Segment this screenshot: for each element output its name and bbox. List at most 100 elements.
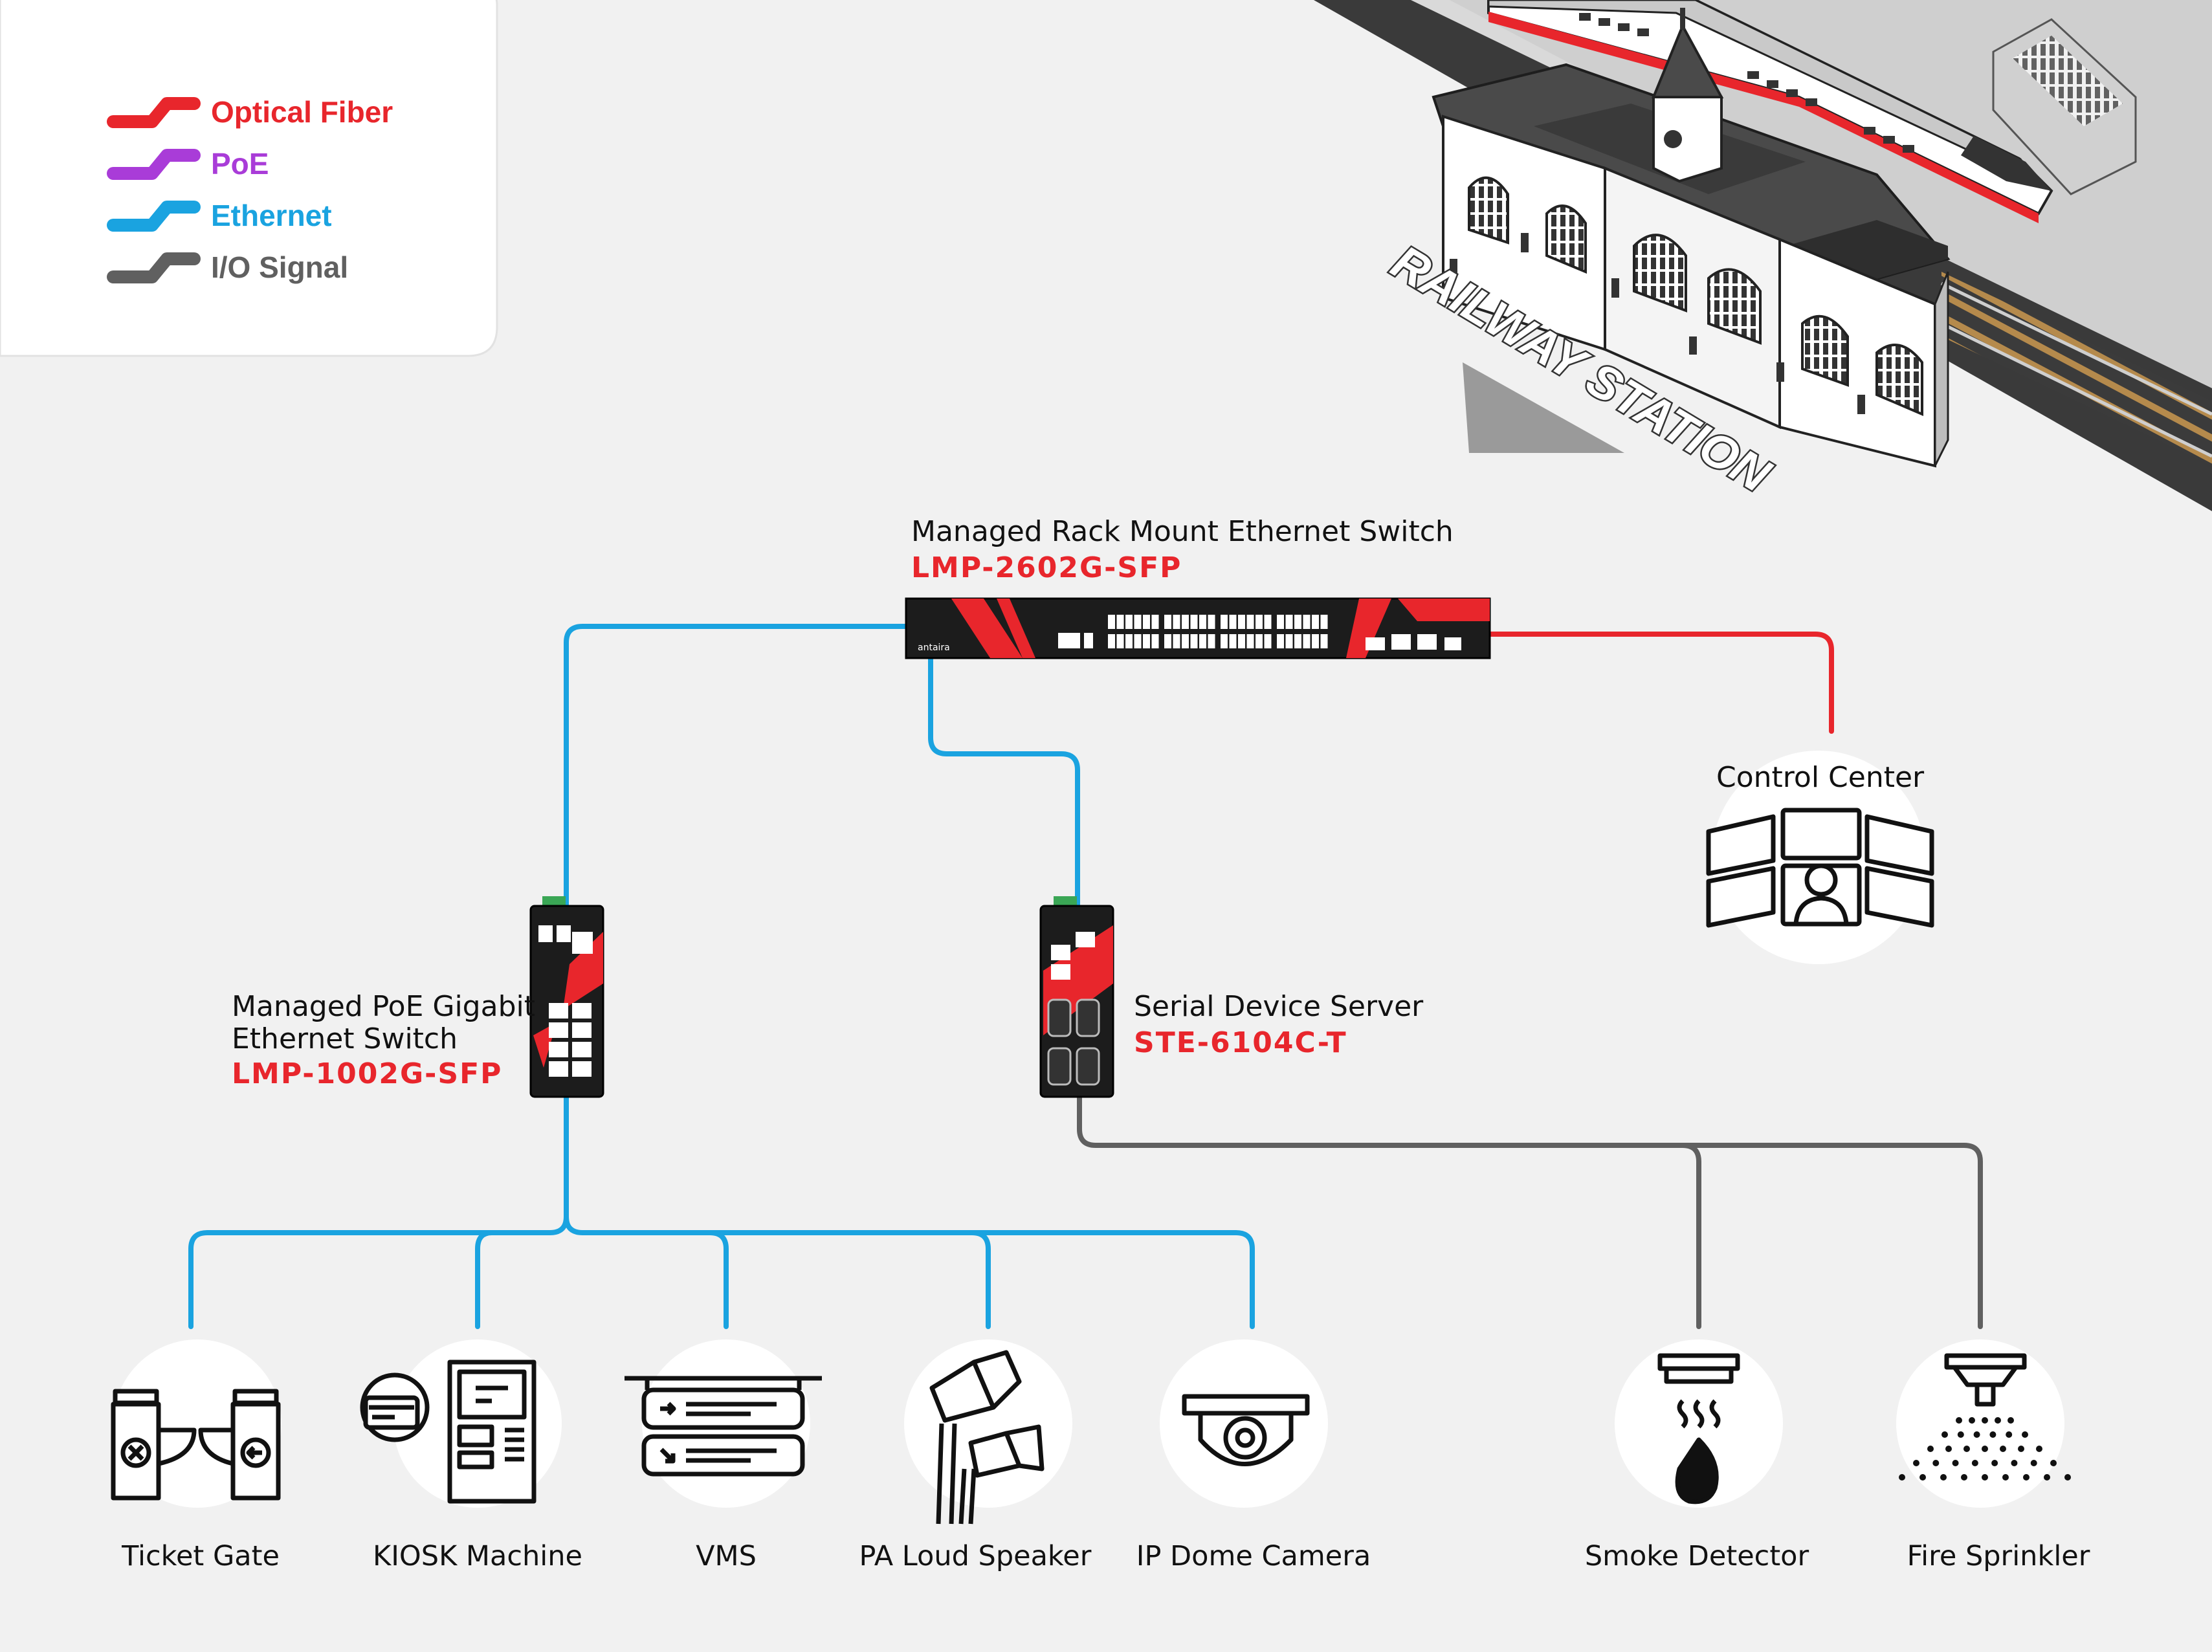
megaphone-icon xyxy=(904,1339,1072,1525)
rack-switch-port xyxy=(1182,634,1189,648)
rack-switch-port xyxy=(1143,615,1150,629)
spray-dot xyxy=(1927,1446,1934,1452)
rack-switch-device: antaira xyxy=(905,597,1491,659)
label-smoke-detector: Smoke Detector xyxy=(1584,1540,1809,1572)
kiosk-icon xyxy=(360,1339,562,1508)
spray-dot xyxy=(2064,1474,2071,1481)
escalator xyxy=(1992,18,2137,195)
rack-switch-port xyxy=(1277,634,1284,648)
spray-dot xyxy=(1913,1460,1919,1466)
rack-switch-port xyxy=(1312,615,1319,629)
spray-dot xyxy=(2018,1446,2024,1452)
poe-switch-title-line2: Ethernet Switch xyxy=(232,1022,458,1055)
legend-label-io-signal: I/O Signal xyxy=(211,250,349,284)
rack-switch-port xyxy=(1190,634,1198,648)
spray-dot xyxy=(1957,1431,1964,1438)
spray-dot xyxy=(1932,1460,1940,1466)
rack-switch-port xyxy=(1320,634,1328,648)
rack-switch-port xyxy=(1164,615,1171,629)
rack-switch-port xyxy=(1303,634,1311,648)
rack-switch-port xyxy=(1285,615,1293,629)
rack-switch-port xyxy=(1246,634,1254,648)
spray-dot xyxy=(1982,1417,1988,1424)
rack-switch-port xyxy=(1173,634,1180,648)
rack-switch-port xyxy=(1182,615,1189,629)
spray-dot xyxy=(2011,1460,2018,1466)
spray-dot xyxy=(1963,1446,1970,1452)
spray-dot xyxy=(1971,1460,1978,1466)
legend-label-optical-fiber: Optical Fiber xyxy=(211,95,393,129)
spray-dot xyxy=(2006,1431,2013,1438)
spray-dot xyxy=(1991,1460,1998,1466)
rack-switch-port xyxy=(1208,615,1215,629)
rack-switch-port xyxy=(1164,634,1171,648)
serial-server-title: Serial Device Server xyxy=(1134,990,1424,1023)
rack-switch-port xyxy=(1221,634,1228,648)
rack-switch-port xyxy=(1264,634,1272,648)
link-rack-to-control-center xyxy=(1486,632,1834,734)
label-ticket-gate: Ticket Gate xyxy=(122,1540,280,1572)
legend-swatch-optical-fiber xyxy=(107,97,201,128)
spray-dot xyxy=(1945,1446,1952,1452)
rack-switch-port xyxy=(1229,634,1237,648)
rack-switch-port xyxy=(1208,634,1215,648)
spray-dot xyxy=(1899,1474,1905,1481)
rack-switch-port xyxy=(1143,634,1150,648)
rack-switch-port xyxy=(1285,634,1293,648)
rack-switch-port-grid xyxy=(1108,615,1328,648)
rack-switch-brand: antaira xyxy=(918,643,950,653)
rack-switch-port xyxy=(1264,615,1272,629)
rack-switch-port xyxy=(1294,634,1301,648)
spray-dot xyxy=(1961,1474,1967,1481)
spray-dot xyxy=(1969,1417,1975,1424)
vms-sign-icon xyxy=(625,1339,822,1508)
rack-switch-port xyxy=(1108,615,1115,629)
spray-dot xyxy=(2000,1446,2006,1452)
station-arrow xyxy=(1463,362,1624,453)
rack-switch-port xyxy=(1151,634,1159,648)
spray-dot xyxy=(2036,1446,2042,1452)
spray-dot xyxy=(1982,1446,1988,1452)
rack-switch-port xyxy=(1108,634,1115,648)
rack-switch-port xyxy=(1320,615,1328,629)
spray-dot xyxy=(1919,1474,1926,1481)
spray-dot xyxy=(1989,1431,1996,1438)
station-building xyxy=(1432,8,1951,468)
smoke-detector-icon xyxy=(1615,1339,1783,1508)
spray-dot xyxy=(2007,1417,2014,1424)
sprinkler-icon xyxy=(1896,1339,2071,1508)
spray-dot xyxy=(2022,1431,2028,1438)
link-rack-to-serial xyxy=(928,651,1080,909)
legend-swatch-ethernet xyxy=(107,201,201,232)
label-pa-loud-speaker: PA Loud Speaker xyxy=(859,1540,1092,1572)
spray-dot xyxy=(2030,1460,2037,1466)
spray-dot xyxy=(1940,1474,1947,1481)
rack-switch-port xyxy=(1238,634,1245,648)
poe-switch-model: LMP-1002G-SFP xyxy=(232,1057,503,1090)
rack-switch-port xyxy=(1229,615,1237,629)
legend-swatch-io-signal xyxy=(107,252,201,283)
label-kiosk-machine: KIOSK Machine xyxy=(373,1540,582,1572)
dome-camera-icon xyxy=(1160,1339,1328,1508)
rack-switch-port xyxy=(1277,615,1284,629)
spray-dot xyxy=(1941,1431,1948,1438)
spray-dot xyxy=(2023,1474,2030,1481)
label-vms: VMS xyxy=(696,1540,757,1572)
poe-switch-device xyxy=(529,896,604,1098)
rack-switch-port xyxy=(1255,634,1263,648)
spray-dot xyxy=(1956,1417,1962,1424)
sprinkler-spray xyxy=(1899,1417,2071,1481)
link-rack-to-poe xyxy=(564,624,909,909)
rack-switch-port xyxy=(1125,634,1133,648)
connection-lines xyxy=(188,624,1983,1329)
rack-switch-port xyxy=(1255,615,1263,629)
serial-server-device xyxy=(1039,896,1114,1098)
control-center-title: Control Center xyxy=(1716,761,1925,794)
legend-card xyxy=(0,0,498,357)
rack-switch-model: LMP-2602G-SFP xyxy=(911,551,1182,584)
legend-label-poe: PoE xyxy=(211,147,269,181)
spray-dot xyxy=(2002,1474,2009,1481)
rack-switch-port xyxy=(1246,615,1254,629)
